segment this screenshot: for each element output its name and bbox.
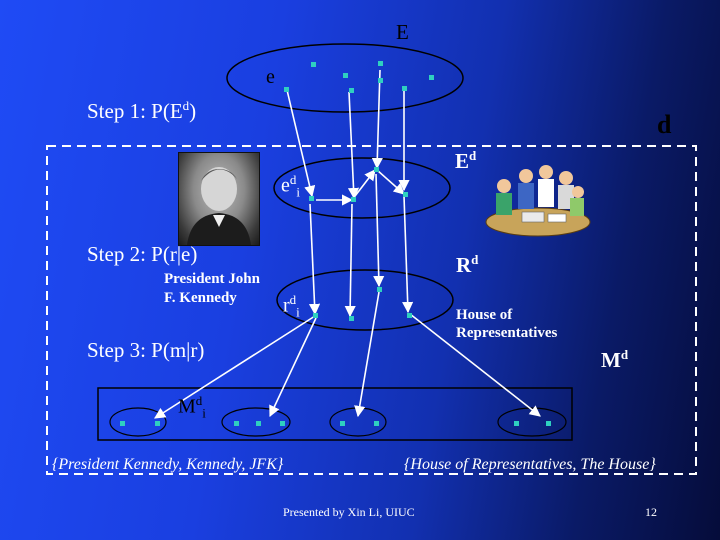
arrow-Ed-to-Rd-2 (373, 173, 385, 288)
kennedy-portrait-photo (178, 152, 260, 246)
node (403, 192, 408, 197)
house-caption-line2: Representatives (456, 325, 558, 341)
label-Md-right: Md (601, 347, 628, 373)
node (340, 421, 345, 426)
node (349, 316, 354, 321)
mention-box-Md (97, 387, 573, 441)
label-Ed: Ed (455, 148, 476, 174)
node (378, 78, 383, 83)
kennedy-caption-line2: F. Kennedy (164, 290, 237, 306)
rdi-sub: i (296, 304, 300, 320)
portrait-silhouette (187, 167, 251, 245)
node (378, 61, 383, 66)
node (514, 421, 519, 426)
node (377, 287, 382, 292)
Md-box-sub: i (202, 405, 206, 421)
house-caption: House of Representatives (456, 306, 557, 342)
Md-box-sup: d (195, 393, 203, 408)
Md-box-main: M (178, 395, 196, 418)
node (407, 313, 412, 318)
arrow-E-to-Ed-2 (371, 69, 383, 170)
arrow-node-to-node-3 (376, 169, 405, 195)
rdi-sup: d (289, 292, 297, 307)
entity-set-E-ellipse (226, 43, 464, 113)
label-edi: edi (281, 172, 300, 201)
arrow-Rd-to-mention-3 (354, 291, 380, 418)
arrow-edi-to-rdi (308, 203, 321, 316)
presenter-footer: Presented by Xin Li, UIUC (283, 505, 415, 519)
label-E: E (396, 20, 409, 44)
Rd-sup: d (471, 252, 479, 267)
node (280, 421, 285, 426)
mention-ellipse-1 (109, 407, 167, 437)
step1-label: Step 1: P(Ed) (87, 98, 196, 124)
node (284, 87, 289, 92)
node (402, 86, 407, 91)
arrow-Ed-to-Rd-1 (344, 203, 356, 318)
node (155, 421, 160, 426)
edi-sup: d (289, 172, 297, 187)
node (374, 421, 379, 426)
arrow-Rd-to-mention-4 (409, 313, 541, 417)
page-number: 12 (645, 505, 657, 519)
node (374, 167, 379, 172)
node (343, 73, 348, 78)
node (309, 196, 314, 201)
node (256, 421, 261, 426)
arrow-node-to-node-2 (351, 169, 376, 201)
mention-set-house: {House of Representatives, The House} (404, 456, 656, 473)
step1-close: ) (189, 99, 197, 123)
label-d: d (657, 110, 672, 139)
node (234, 421, 239, 426)
kennedy-caption: President John F. Kennedy (164, 270, 260, 308)
node (311, 62, 316, 67)
edi-sub: i (296, 184, 301, 200)
mention-ellipse-2 (221, 407, 291, 437)
label-Rd: Rd (456, 252, 478, 278)
reference-set-Rd-ellipse (276, 269, 454, 331)
Md-right-main: M (601, 348, 621, 372)
step1-text: Step 1: P(E (87, 99, 183, 123)
node (546, 421, 551, 426)
Ed-sup: d (469, 148, 477, 163)
house-caption-line1: House of (456, 307, 513, 323)
label-Md-box: Mdi (178, 393, 206, 422)
Ed-main: E (455, 149, 470, 173)
rdi-main: r (283, 294, 290, 317)
entity-subset-Ed-ellipse (273, 157, 451, 219)
mention-ellipse-4 (497, 407, 567, 437)
nodes (120, 61, 551, 426)
node (349, 88, 354, 93)
arrow-Ed-to-Rd-3 (402, 195, 414, 314)
mention-set-kennedy: {President Kennedy, Kennedy, JFK} (52, 456, 284, 473)
label-rdi: rdi (283, 292, 300, 321)
node (351, 197, 356, 202)
arrow-E-to-Ed-1 (347, 91, 360, 200)
step2-label: Step 2: P(r|e) (87, 242, 198, 266)
Rd-main: R (456, 253, 472, 277)
node (120, 421, 125, 426)
label-e: e (266, 66, 275, 88)
kennedy-caption-line1: President John (164, 271, 260, 287)
document-dashed-box (46, 145, 697, 475)
arrows (154, 69, 541, 419)
step3-label: Step 3: P(m|r) (87, 338, 205, 362)
people-meeting-clipart (485, 165, 591, 237)
node (429, 75, 434, 80)
arrow-rdi-to-mention-1 (154, 315, 316, 419)
step1-sup: d (182, 98, 190, 113)
arrow-rdi-to-mention-2 (269, 317, 317, 418)
edi-main: e (281, 174, 290, 197)
Md-right-sup: d (620, 347, 629, 362)
arrow-e-to-edi (286, 89, 316, 198)
node (313, 313, 318, 318)
